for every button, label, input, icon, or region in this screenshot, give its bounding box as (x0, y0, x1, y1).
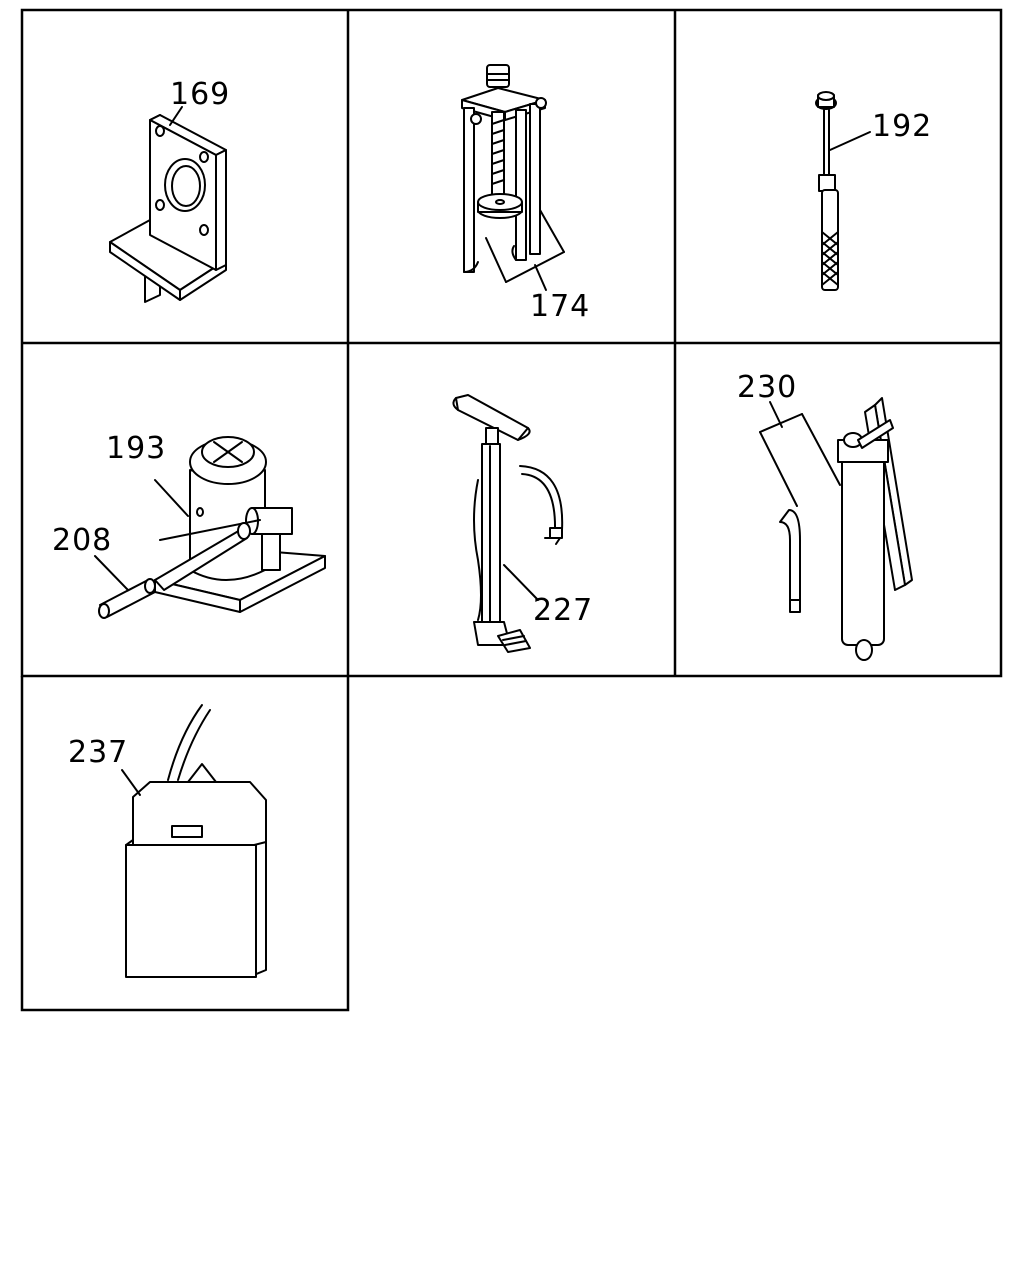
grease-gun-illustration (759, 397, 913, 661)
tire-pressure-gauge-illustration (815, 91, 871, 291)
bottle-jack-illustration (94, 436, 326, 619)
part-label-227: 227 (533, 593, 593, 628)
mounting-bracket-illustration (109, 106, 227, 303)
part-label-193: 193 (106, 431, 166, 466)
tire-pump-illustration (452, 394, 564, 653)
part-label-230: 230 (737, 370, 797, 405)
tool-bag-illustration (121, 704, 267, 978)
part-label-208: 208 (52, 523, 112, 558)
grid-frame (20, 8, 1003, 1012)
part-label-192: 192 (872, 109, 932, 144)
grip-knurl-pattern (821, 231, 839, 286)
gear-puller-illustration (461, 64, 565, 291)
part-label-169: 169 (170, 77, 230, 112)
part-label-237: 237 (68, 735, 128, 770)
part-label-174: 174 (530, 289, 590, 324)
